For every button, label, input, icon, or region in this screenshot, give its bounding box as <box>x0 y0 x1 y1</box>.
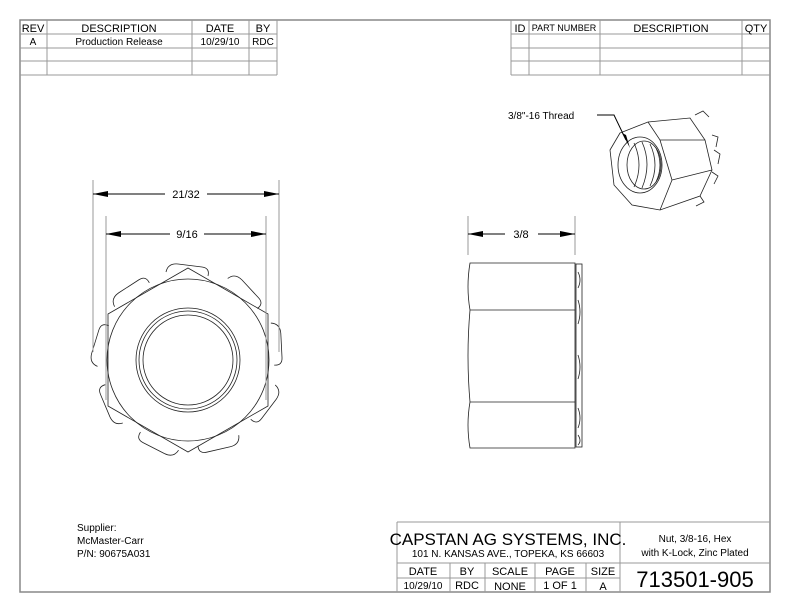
revision-table: REV DESCRIPTION DATE BY A Production Rel… <box>20 20 278 76</box>
description-header: DESCRIPTION <box>81 23 156 35</box>
rev-date: 10/29/10 <box>201 37 240 48</box>
company-address: 101 N. KANSAS AVE., TOPEKA, KS 66603 <box>412 549 605 560</box>
date-header: DATE <box>206 23 235 35</box>
front-view: 21/32 9/16 <box>90 180 283 456</box>
tb-by-value: RDC <box>455 580 479 592</box>
tb-by-header: BY <box>460 566 475 578</box>
supplier-label: Supplier: <box>77 523 116 534</box>
thread-leader <box>597 114 627 141</box>
part-number-header: PART NUMBER <box>532 23 597 33</box>
tb-scale-value: NONE <box>494 581 526 593</box>
tb-size-value: A <box>599 581 607 593</box>
tb-date-header: DATE <box>409 566 438 578</box>
lock-washer-teeth <box>90 263 283 456</box>
parts-table: ID PART NUMBER DESCRIPTION QTY <box>510 20 770 76</box>
hex-outline <box>107 267 269 453</box>
tb-scale-header: SCALE <box>492 566 528 578</box>
supplier-note: Supplier: McMaster-Carr P/N: 90675A031 <box>77 523 151 560</box>
tb-page-header: PAGE <box>545 566 575 578</box>
title-block: CAPSTAN AG SYSTEMS, INC. 101 N. KANSAS A… <box>390 521 770 593</box>
tb-page-value: 1 OF 1 <box>543 580 577 592</box>
part-description-line2: with K-Lock, Zinc Plated <box>640 548 748 559</box>
tb-date-value: 10/29/10 <box>404 581 443 592</box>
across-flats-dimension: 9/16 <box>176 229 197 241</box>
supplier-name: McMaster-Carr <box>77 536 144 547</box>
isometric-view: 3/8"-16 Thread <box>508 110 721 211</box>
rev-by: RDC <box>252 37 274 48</box>
supplier-part-number: P/N: 90675A031 <box>77 549 151 560</box>
drawing-number: 713501-905 <box>636 567 753 592</box>
side-view: 3/8 <box>467 216 583 449</box>
thread-major-circle <box>135 307 241 413</box>
by-header: BY <box>256 23 271 35</box>
id-header: ID <box>515 23 526 35</box>
part-description-line1: Nut, 3/8-16, Hex <box>659 534 732 545</box>
thickness-dimension: 3/8 <box>513 229 528 241</box>
parts-description-header: DESCRIPTION <box>633 23 708 35</box>
rev-header: REV <box>22 23 45 35</box>
sheet-border <box>19 19 771 593</box>
thread-callout: 3/8"-16 Thread <box>508 111 574 122</box>
chamfer-circle <box>106 278 270 442</box>
company-name: CAPSTAN AG SYSTEMS, INC. <box>390 530 627 549</box>
lock-washer-edge <box>575 263 583 448</box>
qty-header: QTY <box>745 23 768 35</box>
thread-minor-circle <box>142 314 234 406</box>
overall-width-dimension: 21/32 <box>172 189 200 201</box>
rev-description: Production Release <box>75 37 163 48</box>
rev-value: A <box>30 37 37 48</box>
tb-size-header: SIZE <box>591 566 615 578</box>
